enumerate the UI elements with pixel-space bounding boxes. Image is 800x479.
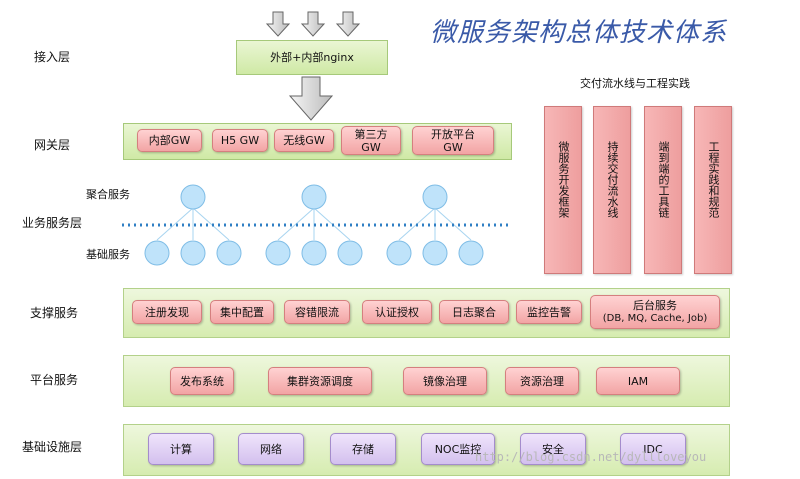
delivery-column: 持续交付流水线 (593, 106, 631, 274)
support-box: 容错限流 (284, 300, 350, 324)
down-arrow-icon (300, 11, 326, 37)
backend-detail: (DB, MQ, Cache, Job) (602, 313, 708, 324)
platform-box: 镜像治理 (403, 367, 487, 395)
delivery-column: 微服务开发框架 (544, 106, 582, 274)
support-box: 日志聚合 (439, 300, 509, 324)
delivery-column-label: 持续交付流水线 (606, 141, 619, 218)
layer-label-platform: 平台服务 (30, 373, 79, 387)
down-arrow-icon (265, 11, 291, 37)
delivery-column-label: 工程实践和规范 (707, 141, 720, 218)
infra-box: 网络 (238, 433, 304, 465)
delivery-column: 工程实践和规范 (694, 106, 732, 274)
platform-box: 集群资源调度 (268, 367, 372, 395)
diagram-title: 微服务架构总体技术体系 (430, 18, 728, 48)
layer-label-support: 支撑服务 (30, 306, 79, 320)
sublabel-aggregate: 聚合服务 (86, 188, 130, 201)
layer-label-gateway: 网关层 (34, 138, 71, 152)
platform-box: 发布系统 (170, 367, 234, 395)
gateway-box: 开放平台 GW (412, 126, 494, 155)
infra-box: 计算 (148, 433, 214, 465)
support-box: 注册发现 (132, 300, 202, 324)
infra-box: 安全 (520, 433, 586, 465)
sublabel-basic: 基础服务 (86, 248, 130, 261)
delivery-heading: 交付流水线与工程实践 (580, 77, 690, 90)
delivery-column-label: 微服务开发框架 (557, 141, 570, 218)
infra-box: 存储 (330, 433, 396, 465)
support-box: 集中配置 (210, 300, 274, 324)
layer-label-access: 接入层 (34, 50, 71, 64)
platform-box: IAM (596, 367, 680, 395)
delivery-column: 端到端的工具链 (644, 106, 682, 274)
support-box: 认证授权 (362, 300, 432, 324)
access-nginx-box: 外部+内部nginx (236, 40, 388, 75)
support-box: 监控告警 (516, 300, 582, 324)
infra-box: NOC监控 (421, 433, 495, 465)
gateway-box: 无线GW (274, 129, 334, 152)
gateway-box: 第三方 GW (341, 126, 401, 155)
delivery-column-label: 端到端的工具链 (657, 141, 670, 218)
down-arrow-icon (335, 11, 361, 37)
big-down-arrow-icon (288, 76, 334, 121)
gateway-box: H5 GW (212, 129, 268, 152)
service-nodes (144, 184, 484, 266)
infra-box: IDC (620, 433, 686, 465)
layer-label-business: 业务服务层 (22, 216, 83, 230)
gateway-box: 内部GW (137, 129, 202, 152)
support-backend-box: 后台服务 (DB, MQ, Cache, Job) (590, 295, 720, 329)
layer-label-infra: 基础设施层 (22, 440, 83, 454)
platform-box: 资源治理 (505, 367, 579, 395)
watermark-text: http://blog.csdn.net/dyllloveyou (475, 450, 707, 464)
service-tree (156, 207, 472, 241)
backend-title: 后台服务 (633, 299, 677, 312)
